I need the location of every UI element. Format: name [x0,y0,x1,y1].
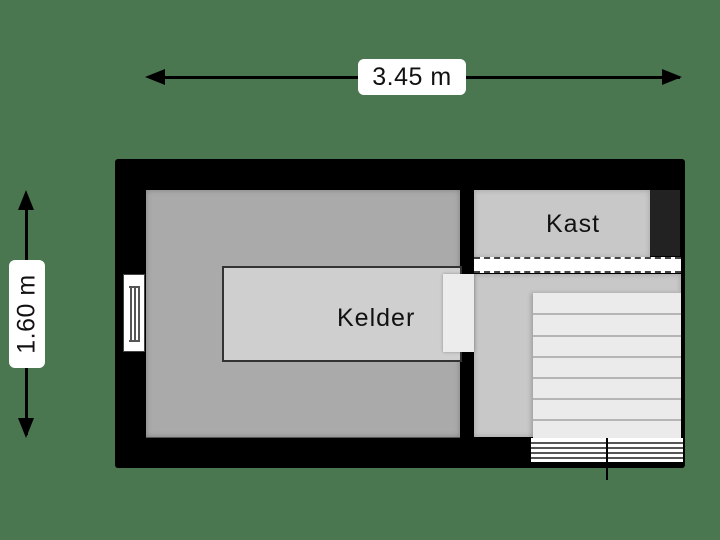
arrow-up-icon [18,190,34,210]
room-label-kelder: Kelder [337,304,416,332]
window-bar [138,287,140,341]
door-opening [443,274,474,352]
height-dimension-label: 1.60 m [12,274,41,354]
kast-storage-block [650,190,680,256]
room-kast [474,190,650,258]
room-label-kast: Kast [546,210,601,238]
height-dimension-label-box: 1.60 m [9,260,45,368]
window-bar [130,287,132,341]
arrow-right-icon [662,69,682,85]
stair-step [533,398,681,400]
stair-direction-line [606,438,608,480]
arrow-down-icon [18,418,34,438]
window-frame-line [129,340,140,342]
window-bar [134,287,136,341]
arrow-left-icon [145,69,165,85]
kast-divider [474,257,681,273]
stair-step [533,377,681,379]
stair-step [533,335,681,337]
window-left [123,274,145,352]
width-dimension-label: 3.45 m [358,59,466,95]
stair-step [533,419,681,421]
staircase [533,293,681,443]
stair-step [533,313,681,315]
stair-step [533,356,681,358]
